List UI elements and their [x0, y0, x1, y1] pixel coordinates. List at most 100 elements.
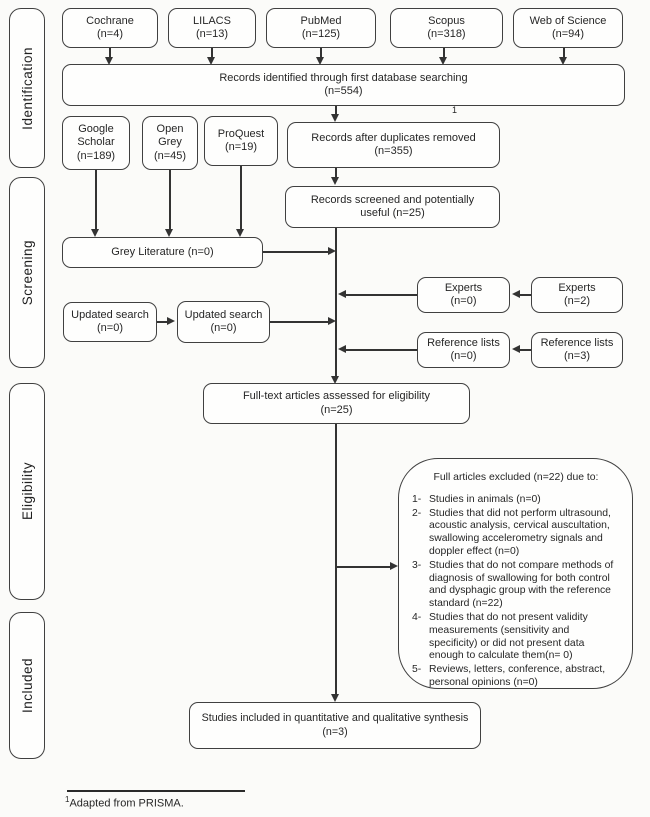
exclusion-item-num: 1- — [412, 493, 422, 505]
lilacs-count: (n=13) — [195, 28, 229, 40]
connector-duplicates-screened-line — [335, 168, 337, 178]
connector-reflists-spine-arrowhead — [338, 345, 346, 353]
stage-included-label: Included — [19, 657, 35, 714]
exclusion-item-text: Studies that do not compare methods of d… — [429, 559, 614, 610]
connector-pubmed-line — [320, 48, 322, 57]
box-reference-lists-source: Reference lists (n=3) — [531, 332, 623, 368]
box-records-identified: Records identified through first databas… — [62, 64, 625, 106]
records-screened-line2: useful (n=25) — [360, 207, 425, 219]
box-grey-literature: Grey Literature (n=0) — [62, 237, 263, 268]
connector-scopus-line — [443, 48, 445, 57]
studies-included-line1: Studies included in quantitative and qua… — [201, 712, 469, 725]
connector-google-scholar-line — [95, 170, 97, 229]
box-google-scholar: Google Scholar (n=189) — [62, 116, 130, 170]
updated-search-2-line1: Updated search — [184, 308, 263, 321]
records-screened-line1: Records screened and potentially — [310, 193, 475, 206]
box-proquest: ProQuest (n=19) — [204, 116, 278, 166]
box-scopus: Scopus (n=318) — [390, 8, 503, 48]
reference-lists-received-line2: (n=0) — [450, 350, 477, 362]
box-fulltext-assessed: Full-text articles assessed for eligibil… — [203, 383, 470, 424]
connector-lilacs-line — [211, 48, 213, 57]
box-reference-lists-received: Reference lists (n=0) — [417, 332, 510, 368]
stage-included: Included — [9, 612, 45, 759]
google-scholar-line1: Google — [78, 122, 114, 135]
exclusion-item-num: 2- — [412, 507, 422, 519]
open-grey-count: (n=45) — [153, 149, 187, 162]
connector-lilacs-arrowhead — [207, 57, 215, 65]
google-scholar-count: (n=189) — [76, 149, 116, 162]
footnote-text: Adapted from PRISMA. — [69, 797, 184, 810]
duplicates-footnote-marker: 1 — [452, 105, 458, 115]
connector-greylit-spine-arrowhead — [328, 247, 336, 255]
scopus-count: (n=318) — [427, 28, 466, 40]
stage-eligibility-label: Eligibility — [19, 462, 35, 521]
box-lilacs: LILACS (n=13) — [168, 8, 256, 48]
connector-pubmed-arrowhead — [316, 57, 324, 65]
lilacs-name: LILACS — [193, 14, 231, 27]
exclusion-item-num: 5- — [412, 664, 422, 676]
grey-literature-label: Grey Literature (n=0) — [111, 245, 214, 258]
connector-reflists-spine-line — [346, 349, 417, 351]
connector-updated2-spine-arrowhead — [328, 317, 336, 325]
box-studies-included: Studies included in quantitative and qua… — [189, 702, 481, 749]
experts-source-line1: Experts — [558, 281, 596, 294]
scopus-name: Scopus — [428, 14, 465, 27]
connector-open-grey-arrowhead — [165, 229, 173, 237]
exclusion-item-text: Studies that do not present validity mea… — [429, 611, 588, 662]
stage-screening-label: Screening — [19, 239, 35, 306]
connector-spine-exclusion-arrowhead — [390, 562, 398, 570]
connector-reflists-src-recv-arrowhead — [512, 345, 520, 353]
stage-identification: Identification — [9, 8, 45, 168]
exclusion-item: 3- Studies that do not compare methods o… — [412, 560, 620, 611]
fulltext-assessed-line1: Full-text articles assessed for eligibil… — [242, 390, 431, 403]
box-updated-search-2: Updated search (n=0) — [177, 301, 270, 343]
stage-screening: Screening — [9, 177, 45, 368]
duplicates-removed-line2: (n=355) — [374, 145, 413, 157]
cochrane-count: (n=4) — [97, 28, 123, 40]
connector-web-of-science-line — [563, 48, 565, 57]
connector-duplicates-screened-arrowhead — [331, 177, 339, 185]
connector-proquest-line — [240, 166, 242, 229]
proquest-line1: ProQuest — [217, 127, 265, 140]
footnote-rule — [67, 790, 245, 792]
connector-proquest-arrowhead — [236, 229, 244, 237]
studies-included-line2: (n=3) — [322, 725, 348, 738]
spine-upper-arrowhead — [331, 376, 339, 384]
reference-lists-received-line1: Reference lists — [427, 336, 500, 349]
reference-lists-source-line2: (n=3) — [564, 350, 590, 362]
connector-greylit-spine-line — [263, 251, 328, 253]
exclusion-item-num: 3- — [412, 559, 422, 571]
footnote-marker: 1 — [65, 795, 70, 804]
pubmed-count: (n=125) — [301, 28, 341, 40]
experts-received-line1: Experts — [444, 281, 483, 294]
exclusion-item: 5- Reviews, letters, conference, abstrac… — [412, 664, 620, 690]
connector-cochrane-arrowhead — [105, 57, 113, 65]
connector-web-of-science-arrowhead — [559, 57, 567, 65]
box-experts-received: Experts (n=0) — [417, 277, 510, 313]
connector-updated1-updated2-line — [157, 321, 167, 323]
google-scholar-line2: Scholar — [77, 136, 115, 149]
updated-search-2-line2: (n=0) — [210, 322, 237, 334]
connector-reflists-src-recv-line — [520, 349, 531, 351]
web-of-science-count: (n=94) — [551, 28, 585, 40]
stage-identification-label: Identification — [19, 46, 35, 130]
connector-updated2-spine-line — [270, 321, 328, 323]
box-duplicates-removed: Records after duplicates removed (n=355) — [287, 122, 500, 168]
connector-experts-spine-line — [346, 294, 417, 296]
connector-spine-exclusion-line — [337, 566, 390, 568]
experts-source-line2: (n=2) — [564, 295, 590, 307]
box-experts-source: Experts (n=2) — [531, 277, 623, 313]
spine-lower-arrowhead — [331, 694, 339, 702]
exclusion-item: 4- Studies that do not present validity … — [412, 612, 620, 663]
updated-search-1-line1: Updated search — [71, 308, 149, 321]
exclusion-item: 2- Studies that did not perform ultrasou… — [412, 508, 620, 559]
stage-eligibility: Eligibility — [9, 383, 45, 600]
proquest-count: (n=19) — [224, 141, 258, 153]
exclusion-title: Full articles excluded (n=22) due to: — [433, 472, 599, 483]
connector-identified-duplicates-arrowhead — [331, 114, 339, 122]
connector-experts-src-recv-arrowhead — [512, 290, 520, 298]
open-grey-line1: Open — [156, 122, 184, 135]
experts-received-line2: (n=0) — [450, 295, 477, 307]
connector-identified-duplicates-line — [335, 106, 337, 115]
